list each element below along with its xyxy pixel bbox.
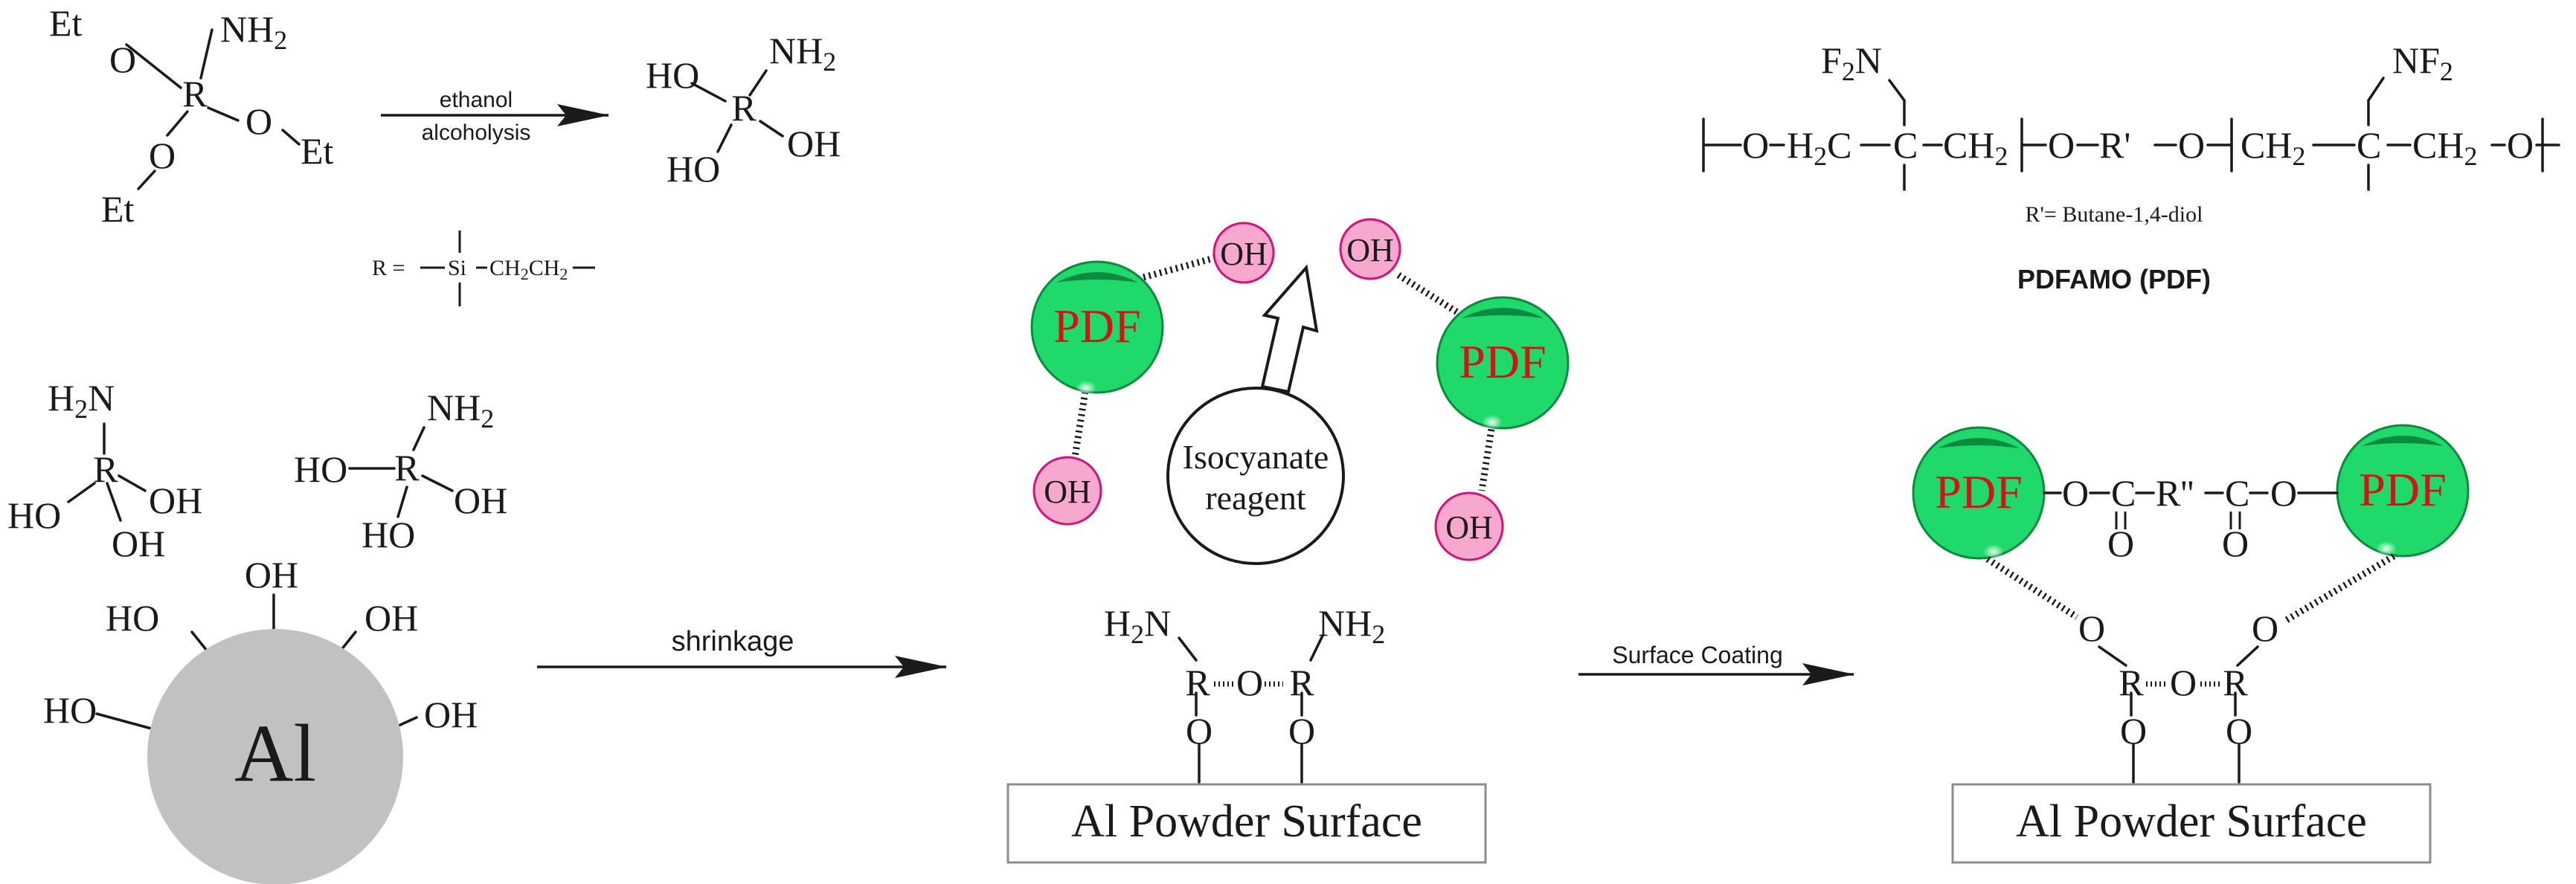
oh-label: OH <box>1445 509 1493 546</box>
al-surface-label: Al Powder Surface <box>2016 796 2367 847</box>
al-label: Al <box>234 708 316 798</box>
r-label: R <box>394 447 420 488</box>
al-surface-box <box>1006 783 1487 864</box>
ho-label: HO <box>362 514 415 555</box>
r2-label: R'' <box>2156 472 2194 514</box>
o-label: O <box>2222 523 2249 564</box>
o-label: O <box>1742 124 1769 166</box>
ho-label: HO <box>106 597 159 639</box>
arrow-label-shrinkage: shrinkage <box>672 626 794 657</box>
ho-label: HO <box>667 148 720 190</box>
o-label: O <box>2252 607 2278 649</box>
c-label: C <box>2357 124 2381 166</box>
ch2-label: CH2 <box>2241 124 2305 171</box>
nh2-label: NH2 <box>427 387 494 433</box>
r-label: R <box>93 448 118 490</box>
c-label: C <box>2225 472 2249 514</box>
pdfamo-name: PDFAMO (PDF) <box>2017 264 2211 294</box>
o-label: O <box>2107 523 2134 564</box>
oh-label: OH <box>364 597 418 639</box>
oh-label: OH <box>787 123 841 164</box>
al-particle: Al OH HO OH HO OH <box>43 554 478 884</box>
o-label: O <box>2170 662 2197 703</box>
et-label: Et <box>301 130 334 172</box>
ch2-label: CH2 <box>1943 124 2008 171</box>
o-label: O <box>2048 124 2075 166</box>
silanol-molecule-left: H2N R HO OH OH <box>7 377 202 564</box>
pdf-label: PDF <box>2359 463 2446 516</box>
coated-surface: PDF PDF O C O R'' C O O O O R O R O <box>1912 424 2470 864</box>
ho-label: HO <box>7 494 61 536</box>
arrow-label-surface-coating: Surface Coating <box>1612 642 1782 668</box>
r-group-definition: R = Si CH2CH2 <box>372 230 595 306</box>
al-sphere <box>147 629 403 884</box>
h2n-label: H2N <box>48 377 115 424</box>
oh-label: OH <box>424 694 478 735</box>
o-label: O <box>2078 607 2105 649</box>
pdf-label: PDF <box>1935 465 2022 518</box>
r-def-lhs: R = <box>372 256 405 280</box>
alcoholysis-arrow: ethanol alcoholysis <box>381 88 609 145</box>
ho-label: HO <box>294 448 347 490</box>
h2c-label: H2C <box>1787 124 1851 171</box>
arrow-label-ethanol: ethanol <box>440 88 513 112</box>
o-label: O <box>245 100 272 142</box>
f2n-label: F2N <box>1821 39 1882 86</box>
o-label: O <box>149 135 176 176</box>
r-label: R <box>1289 662 1314 703</box>
silane-precursor: Et O NH2 R O Et O Et <box>49 2 334 230</box>
nh2-label: NH2 <box>769 30 836 77</box>
et-label: Et <box>49 2 83 44</box>
pdf-bead-left: PDF OH OH <box>1030 222 1275 526</box>
ch2-label: CH2 <box>2412 124 2477 171</box>
oh-label: OH <box>149 480 202 521</box>
pdf-label: PDF <box>1459 335 1546 388</box>
pdfamo-note: R'= Butane-1,4-diol <box>2026 202 2203 227</box>
oh-label: OH <box>1220 236 1268 272</box>
r-label: R <box>182 73 208 114</box>
oh-label: OH <box>1346 232 1394 268</box>
al-surface-label: Al Powder Surface <box>1071 796 1422 847</box>
r-label: R <box>1185 662 1210 703</box>
isocyanate-line2: reagent <box>1205 479 1306 517</box>
oh-label: OH <box>1044 474 1091 510</box>
c-label: C <box>1893 124 1918 166</box>
nh2-label: NH2 <box>1318 602 1385 649</box>
isocyanate-reagent: Isocyanate reagent <box>1166 264 1345 565</box>
o-label: O <box>2507 124 2534 166</box>
o-label: O <box>1186 710 1212 752</box>
al-surface-box <box>1951 783 2432 864</box>
pdfamo-structure: O H2C C F2N CH2 O R' O CH2 C NF2 CH2 O R… <box>1702 39 2560 294</box>
ethylene-label: CH2CH2 <box>489 256 568 283</box>
r-prime-label: R' <box>2099 124 2130 166</box>
siloxane-center: H2N NH2 R O R O O Al Powder Surface <box>1006 602 1487 864</box>
r-label: R <box>731 87 757 129</box>
isocyanate-line1: Isocyanate <box>1183 438 1329 476</box>
o-label: O <box>2062 472 2089 514</box>
nh2-label: NH2 <box>220 8 287 55</box>
oh-label: OH <box>454 480 507 521</box>
o-label: O <box>1236 662 1263 703</box>
surface-coating-arrow: Surface Coating <box>1578 642 1854 685</box>
silanol-molecule-right: NH2 HO R OH HO <box>294 387 507 555</box>
et-label: Et <box>101 188 135 230</box>
pdf-bead-right: PDF OH OH <box>1339 218 1570 561</box>
o-label: O <box>1288 710 1315 752</box>
si-label: Si <box>448 256 466 280</box>
o-label: O <box>2178 124 2205 166</box>
oh-label: OH <box>245 554 298 596</box>
pdf-label: PDF <box>1053 300 1140 352</box>
o-label: O <box>2270 472 2297 514</box>
silanol-product: NH2 HO R OH HO <box>646 30 841 190</box>
h2n-label: H2N <box>1104 602 1171 649</box>
arrow-label-alcoholysis: alcoholysis <box>422 120 531 145</box>
shrinkage-arrow: shrinkage <box>537 626 947 678</box>
ho-label: HO <box>646 54 699 96</box>
nf2-label: NF2 <box>2392 39 2453 86</box>
c-label: C <box>2111 472 2136 514</box>
ho-label: HO <box>43 689 97 731</box>
o-label: O <box>109 39 136 80</box>
oh-label: OH <box>112 523 165 564</box>
